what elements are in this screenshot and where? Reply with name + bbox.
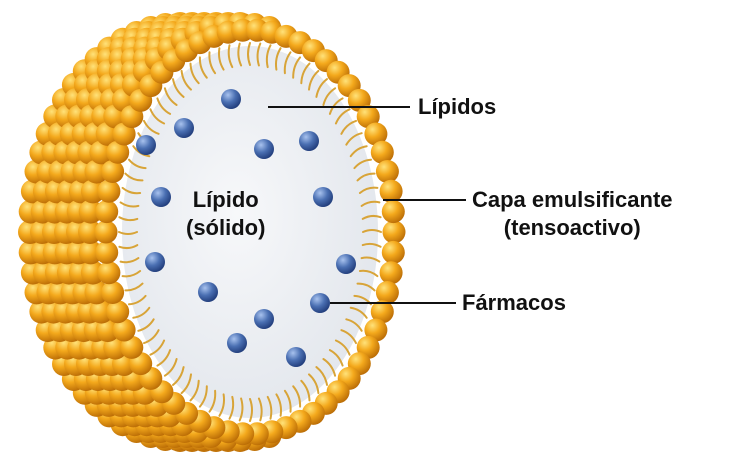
- drug-particle: [336, 254, 356, 274]
- surfactant-head-bead: [95, 241, 118, 264]
- surfactant-head-bead: [376, 160, 399, 183]
- capa-line1: Capa emulsificante: [472, 186, 673, 214]
- surfactant-head-bead: [380, 261, 403, 284]
- drug-particle: [221, 89, 241, 109]
- surfactant-head-bead: [371, 141, 394, 164]
- capa-emulsificante-label: Capa emulsificante (tensoactivo): [472, 186, 673, 241]
- farmacos-label: Fármacos: [462, 289, 566, 317]
- drug-particle: [136, 135, 156, 155]
- drug-particle: [254, 139, 274, 159]
- surfactant-head-bead: [382, 200, 405, 223]
- surfactant-head-bead: [95, 221, 118, 244]
- surfactant-head-bead: [106, 300, 129, 323]
- lipidos-label: Lípidos: [418, 93, 496, 121]
- drug-particle: [254, 309, 274, 329]
- surfactant-head-bead: [97, 180, 120, 203]
- lipido-solido-label: Lípido (sólido): [186, 186, 265, 241]
- drug-particle: [299, 131, 319, 151]
- drug-particle: [313, 187, 333, 207]
- surfactant-head-bead: [376, 281, 399, 304]
- lipido-solido-line1: Lípido: [186, 186, 265, 214]
- surfactant-head-bead: [101, 281, 124, 304]
- drug-particle: [145, 252, 165, 272]
- drug-particle: [174, 118, 194, 138]
- surfactant-head-bead: [382, 241, 405, 264]
- drug-particle: [286, 347, 306, 367]
- drug-particle: [310, 293, 330, 313]
- surfactant-head-bead: [97, 261, 120, 284]
- surfactant-head-bead: [383, 221, 406, 244]
- capa-line2: (tensoactivo): [472, 214, 673, 242]
- lipido-solido-line2: (sólido): [186, 214, 265, 242]
- drug-particle: [198, 282, 218, 302]
- drug-particle: [227, 333, 247, 353]
- surfactant-head-bead: [95, 200, 118, 223]
- surfactant-head-bead: [101, 160, 124, 183]
- drug-particle: [151, 187, 171, 207]
